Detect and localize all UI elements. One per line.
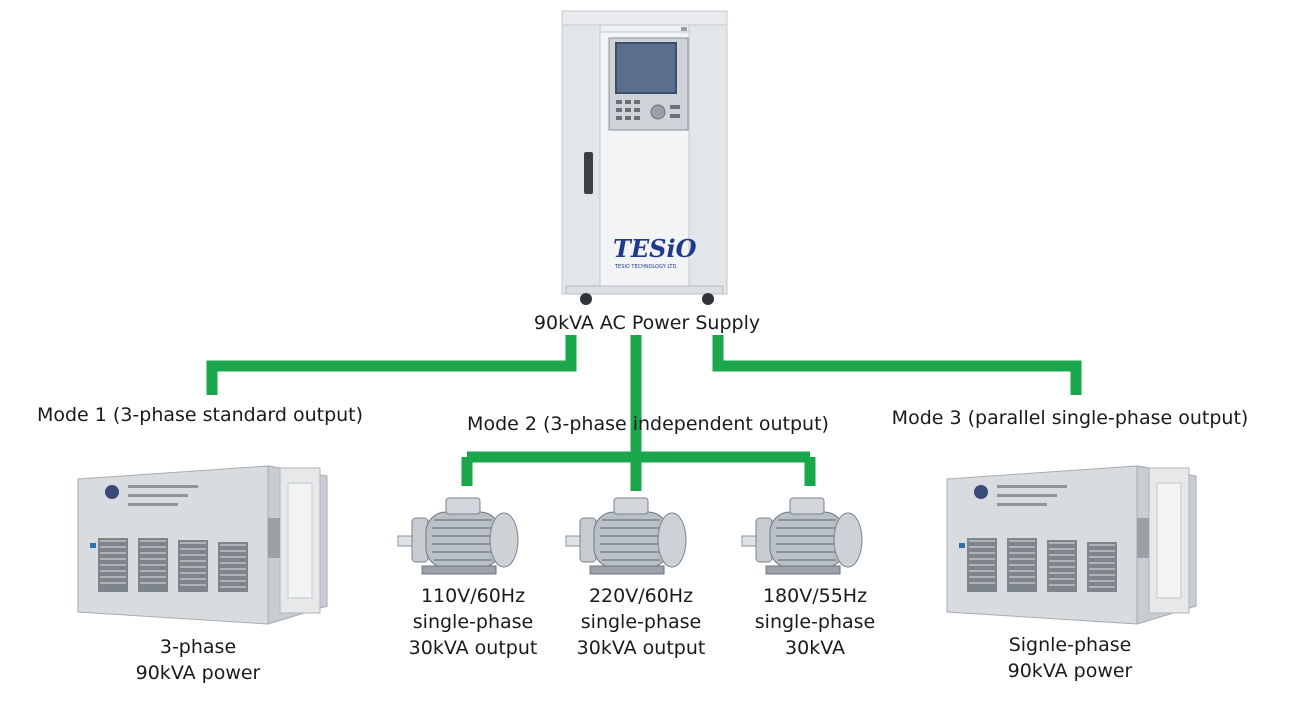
connector-mode2-branch bbox=[461, 432, 816, 491]
control-panel bbox=[608, 37, 689, 131]
mode3-title: Mode 3 (parallel single-phase output) bbox=[891, 407, 1249, 429]
cabinet-base bbox=[565, 285, 724, 305]
motor-3 bbox=[741, 497, 863, 575]
mode3-caption-line1: Signle-phase bbox=[1008, 634, 1132, 656]
connector-mode1 bbox=[206, 335, 577, 395]
mode3-caption-line2: 90kVA power bbox=[1007, 660, 1133, 682]
motor1-caption-line3: 30kVA output bbox=[408, 637, 538, 659]
motor-1 bbox=[397, 497, 519, 575]
door-handle bbox=[584, 152, 593, 194]
mode1-caption-line2: 90kVA power bbox=[135, 662, 261, 684]
motor1-caption-line2: single-phase bbox=[412, 611, 534, 633]
motor-2 bbox=[565, 497, 687, 575]
brand-logo: TESiO bbox=[613, 234, 697, 263]
motor2-caption-line2: single-phase bbox=[580, 611, 702, 633]
connector-mode3 bbox=[712, 335, 1082, 395]
supply-label: 90kVA AC Power Supply bbox=[533, 312, 761, 334]
motor2-caption-line3: 30kVA output bbox=[576, 637, 706, 659]
mode1-caption-line1: 3-phase bbox=[159, 636, 237, 658]
motor3-caption-line3: 30kVA bbox=[785, 637, 845, 659]
mode2-title: Mode 2 (3-phase independent output) bbox=[467, 413, 829, 435]
brand-subtitle: TESIO TECHNOLOGY LTD. bbox=[614, 264, 678, 270]
motor1-caption-line1: 110V/60Hz bbox=[420, 585, 526, 607]
motor3-caption-line1: 180V/55Hz bbox=[762, 585, 868, 607]
motor2-caption-line1: 220V/60Hz bbox=[588, 585, 694, 607]
mode1-title: Mode 1 (3-phase standard output) bbox=[36, 404, 364, 426]
motor3-caption-line2: single-phase bbox=[754, 611, 876, 633]
